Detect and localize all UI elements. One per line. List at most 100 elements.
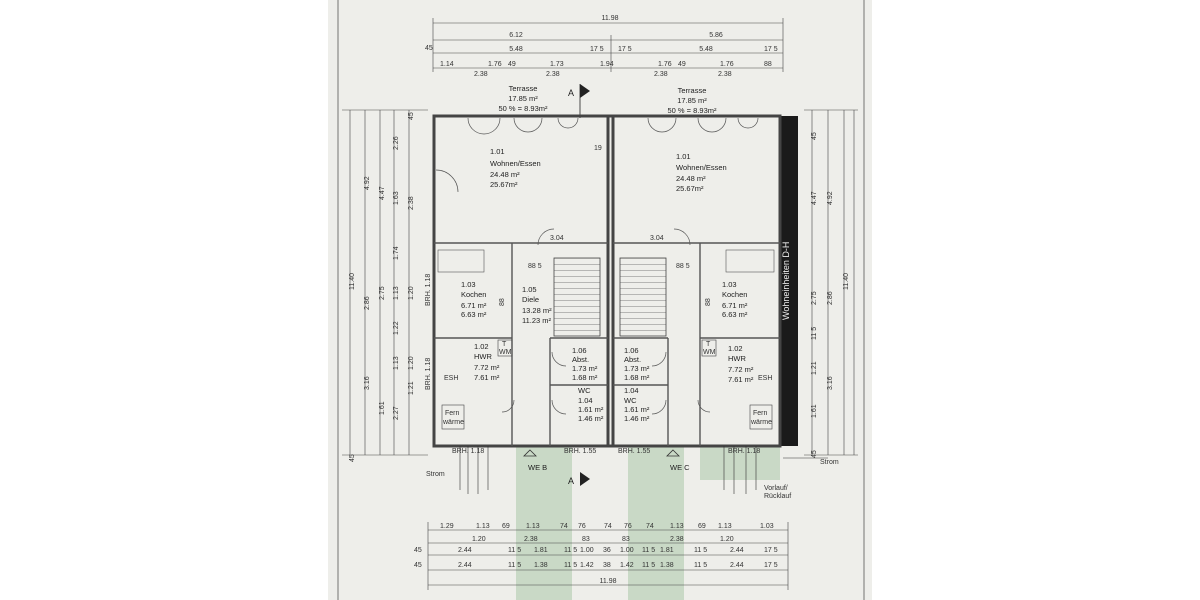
svg-text:T: T (502, 341, 507, 348)
room-right-wohnen: 1.01 Wohnen/Essen 24.48 m² 25.67m² (676, 152, 727, 193)
terrace-doors (435, 117, 759, 415)
svg-text:1.42: 1.42 (580, 562, 594, 569)
svg-text:6.63 m²: 6.63 m² (722, 310, 748, 319)
svg-text:1.61: 1.61 (379, 401, 386, 415)
room-right-wc: 1.04 WC 1.61 m² 1.46 m² (624, 386, 650, 423)
svg-text:HWR: HWR (474, 352, 492, 361)
svg-text:3.16: 3.16 (364, 376, 371, 390)
svg-text:WM: WM (499, 349, 512, 356)
svg-text:25.67m²: 25.67m² (490, 180, 518, 189)
section-marker-bottom: A (568, 472, 590, 486)
svg-text:7.61 m²: 7.61 m² (728, 375, 754, 384)
svg-text:11 5: 11 5 (564, 547, 577, 554)
svg-text:4.47: 4.47 (379, 186, 386, 200)
svg-text:4.92: 4.92 (364, 176, 371, 190)
svg-text:74: 74 (604, 523, 612, 530)
dim-r4-2: 49 (508, 61, 516, 68)
fixture-wm-right: T WM (701, 339, 717, 357)
svg-text:1.46 m²: 1.46 m² (624, 414, 650, 423)
dim-bottom-total: 11.98 (600, 578, 617, 585)
brh-side-1: BRH. 1.18 (425, 274, 432, 306)
svg-text:Abst.: Abst. (624, 355, 641, 364)
terrace-right-note: 50 % = 8.93m² (668, 106, 717, 115)
entrance-left: WE B (523, 449, 547, 472)
svg-text:1.46 m²: 1.46 m² (578, 414, 604, 423)
svg-text:1.20: 1.20 (720, 536, 734, 543)
dim-r4b-3: 2.38 (718, 71, 732, 78)
svg-text:45: 45 (414, 562, 422, 569)
svg-text:1.81: 1.81 (660, 547, 674, 554)
svg-text:1.06: 1.06 (572, 346, 587, 355)
room-left-wohnen: 1.01 Wohnen/Essen 24.48 m² 25.67m² (490, 147, 541, 189)
svg-text:Kochen: Kochen (461, 290, 486, 299)
dim-inner-0: 3.04 (550, 235, 564, 242)
fixture-fernwaerme-right: Fern wärme (749, 404, 773, 430)
kitchen-counter-right (725, 249, 775, 273)
neighbor-wall (780, 116, 798, 446)
svg-text:Abst.: Abst. (572, 355, 589, 364)
dim-r4b-2: 2.38 (654, 71, 668, 78)
svg-text:1.38: 1.38 (660, 562, 674, 569)
svg-text:11 5: 11 5 (642, 562, 655, 569)
terrace-left-name: Terrasse (509, 84, 538, 93)
svg-text:6.63 m²: 6.63 m² (461, 310, 487, 319)
terrace-right-area: 17.85 m² (677, 96, 707, 105)
svg-text:2.27: 2.27 (393, 406, 400, 420)
svg-text:74: 74 (646, 523, 654, 530)
svg-text:2.86: 2.86 (364, 296, 371, 310)
entrance-strip-far-right (700, 446, 780, 480)
svg-text:A: A (568, 476, 574, 486)
svg-text:11.40: 11.40 (349, 273, 356, 290)
svg-text:17 5: 17 5 (764, 562, 778, 569)
dim-r3-4: 5.48 (699, 46, 713, 53)
svg-text:1.74: 1.74 (393, 246, 400, 260)
room-left-wc: WC 1.04 1.61 m² 1.46 m² (578, 386, 604, 423)
bottom-dimension-chain (427, 522, 789, 590)
utility-ruecklauf: Rücklauf (764, 493, 791, 500)
top-dimension-chain (432, 18, 784, 72)
svg-text:1.21: 1.21 (408, 381, 415, 395)
svg-text:1.13: 1.13 (670, 523, 684, 530)
svg-text:6.71 m²: 6.71 m² (722, 301, 748, 310)
bottom-dims-row4: 45 2.44 11 5 1.38 11 5 1.42 38 1.42 11 5… (414, 562, 778, 569)
dim-r4b-1: 2.38 (546, 71, 560, 78)
entrance-right: WE C (666, 449, 690, 472)
svg-text:1.20: 1.20 (408, 356, 415, 370)
kitchen-counter-left (437, 249, 485, 273)
dim-right-width: 5.86 (709, 32, 723, 39)
svg-text:1.20: 1.20 (472, 536, 486, 543)
fixture-esh-right: ESH (758, 375, 772, 382)
svg-text:11 5: 11 5 (508, 562, 521, 569)
svg-text:1.61 m²: 1.61 m² (578, 405, 604, 414)
svg-text:HWR: HWR (728, 354, 746, 363)
svg-text:1.22: 1.22 (393, 321, 400, 335)
svg-text:4.92: 4.92 (827, 191, 834, 205)
svg-text:76: 76 (578, 523, 586, 530)
svg-text:83: 83 (622, 536, 630, 543)
svg-text:45: 45 (349, 454, 356, 462)
svg-text:3.16: 3.16 (827, 376, 834, 390)
svg-text:69: 69 (502, 523, 510, 530)
dim-inner-5: 88 (499, 298, 506, 306)
svg-text:1.04: 1.04 (578, 396, 593, 405)
svg-text:Wohnen/Essen: Wohnen/Essen (490, 159, 541, 168)
svg-text:6.71 m²: 6.71 m² (461, 301, 487, 310)
svg-text:1.21: 1.21 (811, 361, 818, 375)
svg-text:1.02: 1.02 (728, 344, 743, 353)
room-right-abst: 1.06 Abst. 1.73 m² 1.68 m² (624, 346, 650, 382)
dim-r4-3: 1.73 (550, 61, 564, 68)
room-right-kochen: 1.03 Kochen 6.71 m² 6.63 m² (722, 280, 748, 319)
dim-r4-1: 1.76 (488, 61, 502, 68)
svg-text:7.61 m²: 7.61 m² (474, 373, 500, 382)
svg-text:1.01: 1.01 (676, 152, 691, 161)
svg-text:Fern: Fern (445, 410, 460, 417)
dim-r4b-0: 2.38 (474, 71, 488, 78)
dim-r3-5: 17 5 (764, 46, 778, 53)
svg-text:wärme: wärme (750, 419, 772, 426)
svg-text:1.03: 1.03 (461, 280, 476, 289)
svg-text:Diele: Diele (522, 295, 539, 304)
svg-text:1.61: 1.61 (811, 404, 818, 418)
svg-text:2.44: 2.44 (730, 547, 744, 554)
svg-text:1.63: 1.63 (393, 191, 400, 205)
svg-text:45: 45 (414, 547, 422, 554)
